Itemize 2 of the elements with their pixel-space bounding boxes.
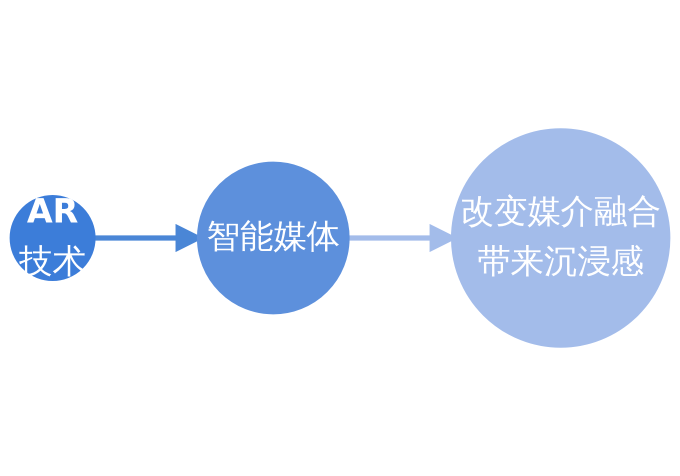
circle-node: 改变媒介融合 带来沉浸感 [450,128,670,348]
circle-node: 智能媒体 [196,162,350,314]
